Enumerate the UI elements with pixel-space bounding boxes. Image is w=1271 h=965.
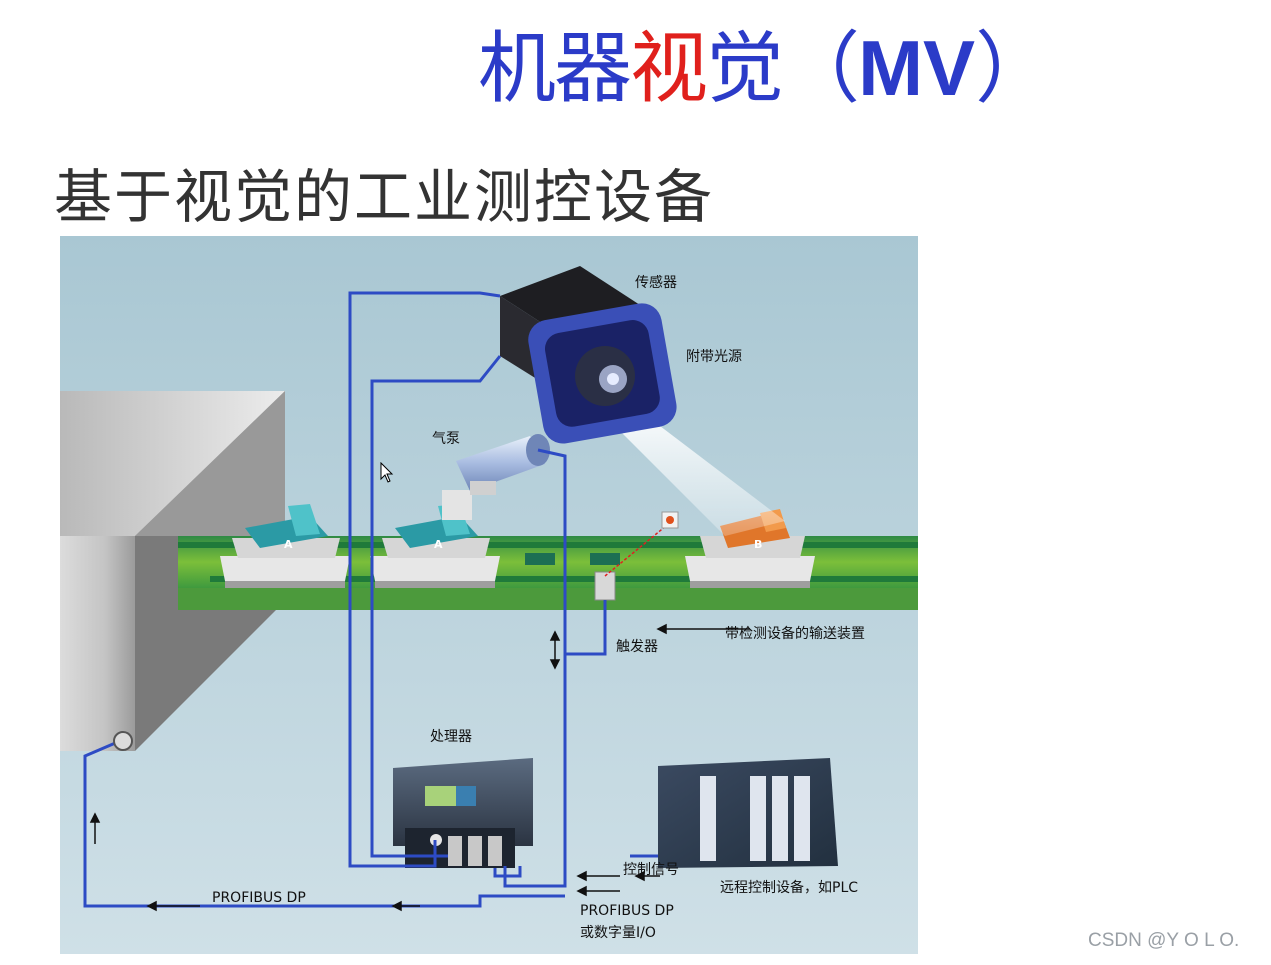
part-a-1: A (220, 504, 350, 588)
wiring (83, 291, 658, 908)
slide-subtitle: 基于视觉的工业测控设备 (54, 163, 715, 231)
air-pump (442, 434, 550, 520)
light-beam (620, 426, 785, 536)
title-close-paren: ） (975, 24, 1053, 114)
watermark: CSDN @Y O L O. (1088, 930, 1240, 951)
slide-title: 机器视觉（MV） (478, 18, 1053, 119)
label-profibus-left: PROFIBUS DP (212, 890, 306, 906)
title-mv: MV (858, 24, 976, 112)
label-trigger: 触发器 (616, 639, 658, 655)
title-red-char: 视 (630, 24, 708, 114)
arrows (89, 623, 750, 912)
mouse-cursor-icon (380, 462, 394, 483)
label-control-signal: 控制信号 (623, 862, 679, 878)
title-open-paren: （ (782, 24, 860, 114)
processor-unit (393, 758, 533, 868)
trigger-sensor (594, 511, 679, 601)
vision-camera (500, 266, 677, 444)
label-pump: 气泵 (432, 431, 460, 447)
label-profibus-bottom: PROFIBUS DP (580, 903, 674, 919)
label-processor: 处理器 (430, 729, 472, 745)
part-a2-label: A (434, 538, 443, 551)
label-sensor: 传感器 (635, 274, 677, 291)
label-conveyor: 带检测设备的输送装置 (725, 625, 865, 642)
label-plc: 远程控制设备，如PLC (720, 879, 858, 896)
title-part1: 机器 (478, 24, 632, 114)
remote-plc (658, 758, 838, 868)
title-part3: 觉 (706, 24, 784, 114)
label-digital-io: 或数字量I/O (580, 925, 656, 941)
part-a1-label: A (284, 538, 293, 551)
industrial-vision-diagram: A A B (60, 236, 918, 954)
label-light-source: 附带光源 (686, 349, 742, 365)
part-b-label: B (754, 538, 762, 551)
tunnel-sensor (113, 731, 133, 751)
